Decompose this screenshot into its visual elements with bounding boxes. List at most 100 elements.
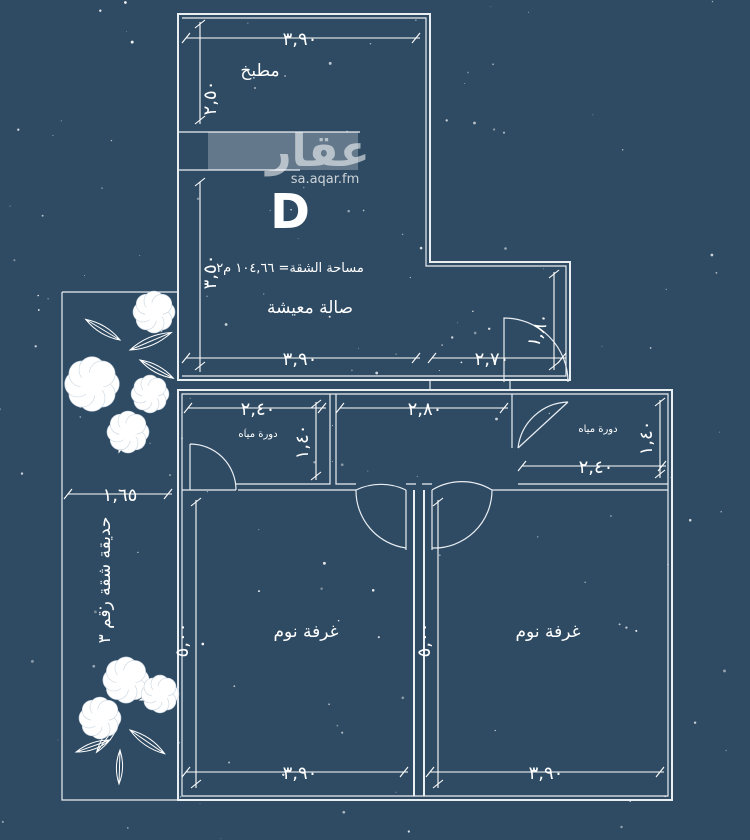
star [52, 135, 54, 137]
star [367, 470, 369, 472]
star [336, 724, 339, 727]
star [17, 128, 20, 131]
star [711, 0, 714, 3]
bedroom-right-label: غرفة نوم [516, 622, 581, 642]
star [416, 475, 418, 477]
star [282, 773, 285, 777]
star [37, 309, 40, 311]
star [220, 838, 222, 840]
star [201, 642, 205, 646]
star [715, 272, 718, 274]
dim-bath-left-width: ٢,٤٠ [241, 399, 276, 420]
living-label: صالة معيشة [267, 298, 353, 318]
star [438, 554, 441, 557]
star [548, 412, 550, 415]
dim-bath-left-depth: ١,٤٠ [292, 425, 313, 460]
star [649, 347, 652, 349]
star [30, 659, 34, 663]
dim-entry-width: ٢,٧٠ [475, 349, 510, 370]
dim-bedroom-left-depth: ٥,٠٠ [172, 623, 193, 658]
star [94, 610, 97, 614]
star [601, 345, 603, 347]
star [723, 669, 726, 673]
dim-living-depth: ٣,٥٠ [200, 255, 221, 290]
star [395, 791, 397, 793]
bath-right-label: دورة مياه [578, 424, 617, 435]
star [362, 209, 365, 212]
star [457, 322, 459, 324]
star [473, 121, 476, 125]
star [618, 623, 621, 626]
star [168, 474, 172, 477]
star [415, 19, 417, 21]
dim-top-width: ٣,٩٠ [283, 29, 318, 50]
star [224, 323, 228, 326]
watermark-logo: عقار sa.aqar.fm [208, 126, 370, 187]
garden-label: حديقة شقة رقم ٣ [95, 517, 115, 644]
star [543, 268, 545, 270]
star [445, 119, 448, 122]
star [290, 208, 292, 211]
star [34, 345, 37, 348]
star [37, 294, 39, 297]
star [124, 1, 127, 4]
dim-garden-width: ١,٦٥ [103, 485, 138, 506]
star [620, 825, 623, 829]
star [189, 397, 191, 399]
star [110, 139, 113, 142]
star [57, 739, 59, 741]
area-note: مساحة الشقة= ١٠٤,٦٦ م٢ [216, 261, 364, 276]
dimension-labels: ٣,٩٠ ٢,٥٠ ٣,٥٠ ٣,٩٠ ٢,٧٠ ١,٨٠ ٢,٤٠ ١,٤٠ … [103, 29, 657, 784]
star [450, 336, 454, 339]
star [130, 40, 134, 44]
star [47, 298, 49, 300]
dim-bedroom-right-width: ٣,٩٠ [529, 763, 564, 784]
star [621, 149, 624, 151]
star [126, 30, 127, 32]
star [196, 197, 200, 201]
star [725, 749, 727, 752]
star [395, 353, 397, 355]
star [473, 331, 477, 335]
star [401, 233, 404, 236]
star [257, 590, 261, 593]
star [441, 344, 443, 346]
star [377, 636, 380, 639]
dim-living-width: ٣,٩٠ [283, 349, 318, 370]
dimension-lines [63, 19, 667, 789]
star [41, 214, 44, 217]
star [99, 607, 102, 610]
star [92, 664, 96, 668]
star [99, 9, 102, 12]
star [495, 417, 498, 421]
star [710, 253, 714, 257]
star [401, 696, 405, 700]
star [79, 416, 82, 418]
star [233, 685, 236, 688]
star [487, 327, 491, 331]
star [179, 796, 182, 798]
flower-cluster-icon [74, 656, 180, 786]
star [340, 463, 344, 467]
unit-label: D [270, 184, 310, 240]
star [375, 371, 379, 375]
star [419, 246, 423, 250]
star [269, 209, 271, 212]
star [460, 361, 463, 364]
star [206, 491, 208, 493]
star [584, 581, 586, 583]
dim-entry-depth: ١,٨٠ [523, 310, 555, 350]
star [247, 22, 249, 24]
star [504, 247, 507, 250]
star [502, 131, 506, 134]
star [139, 254, 141, 256]
star [609, 515, 612, 517]
star [9, 205, 11, 207]
star [347, 209, 350, 213]
star [126, 827, 129, 829]
star [328, 61, 332, 65]
star [464, 83, 466, 84]
star [342, 810, 346, 814]
star [313, 461, 316, 464]
